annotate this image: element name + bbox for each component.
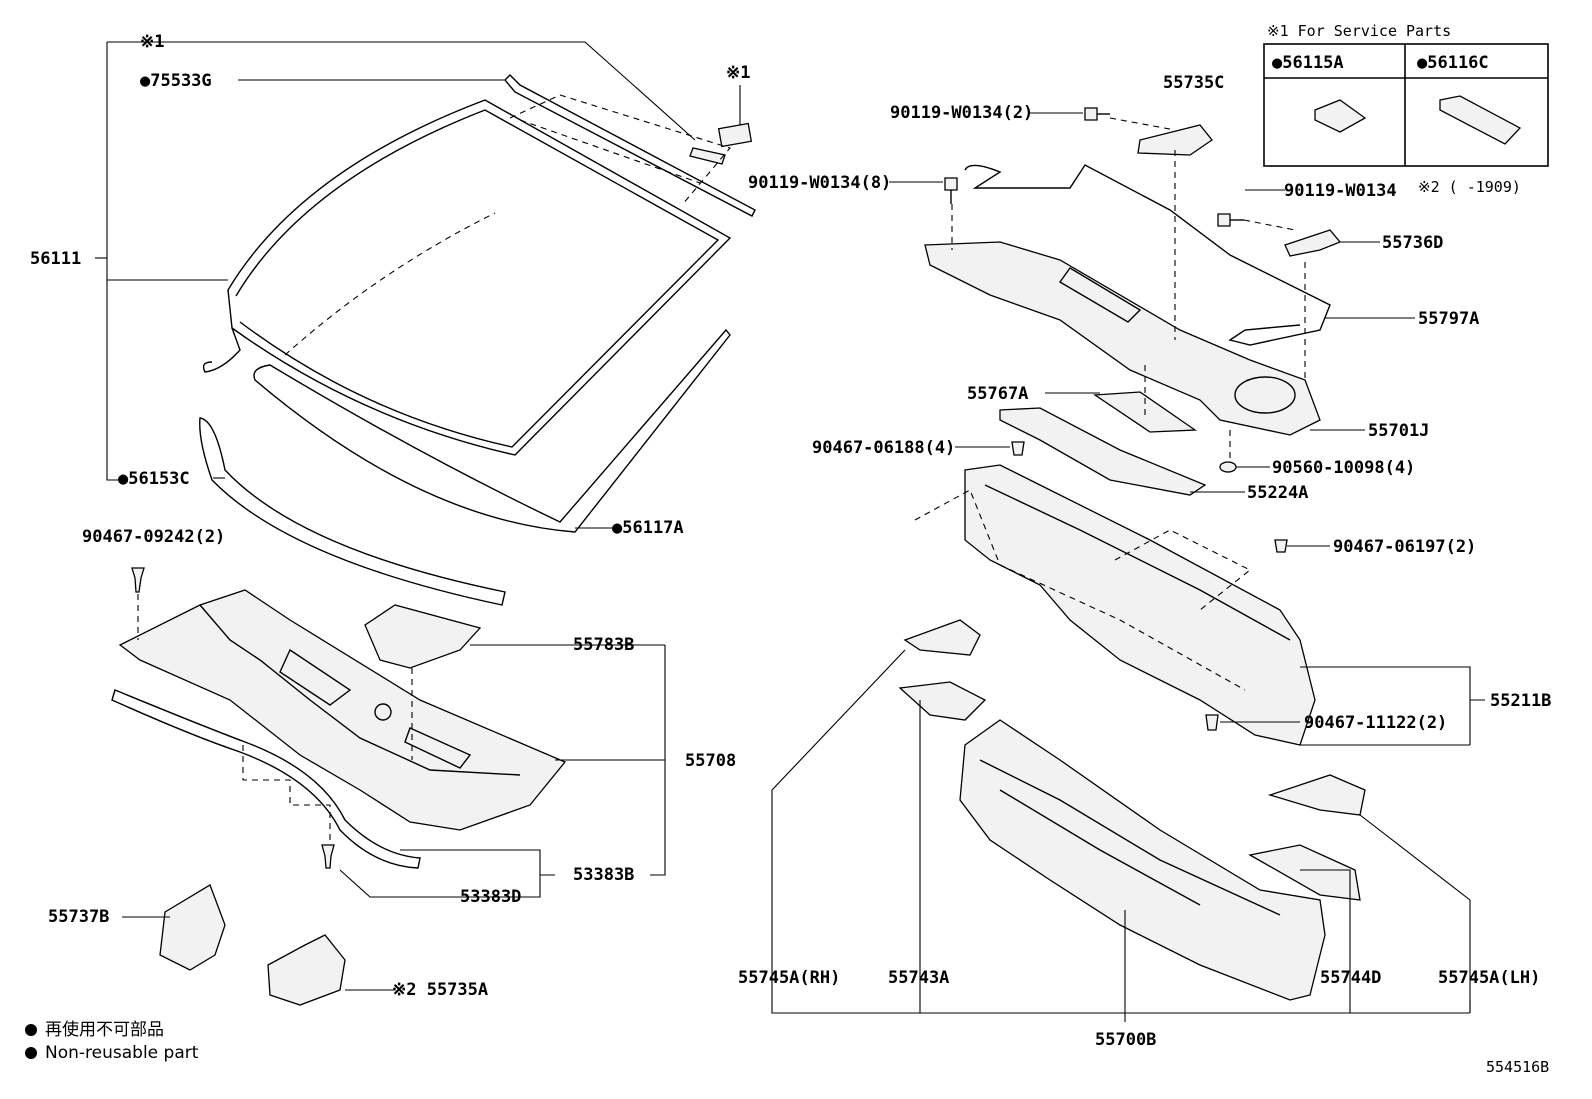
hood-seal-rubber	[111, 689, 421, 869]
note-2: ※2 ( -1909)	[1418, 178, 1521, 196]
panel-55224a	[999, 407, 1207, 496]
label-56153c: ●56153C	[118, 469, 190, 489]
windshield-upper-molding	[504, 74, 756, 217]
bracket-55743a	[898, 681, 987, 721]
clip-90467-06188	[1011, 441, 1025, 456]
label-55735a: ※2 55735A	[392, 980, 488, 1000]
windshield-dam	[253, 328, 731, 533]
label-90119-w0134-8: 90119-W0134(8)	[748, 173, 891, 193]
label-90119-w0134: 90119-W0134	[1284, 181, 1397, 201]
cowl-lower-panel-55211b	[964, 464, 1316, 746]
cowl-assembly-55700b	[959, 719, 1326, 1001]
label-55797a: 55797A	[1418, 309, 1479, 329]
washer-90560	[1219, 461, 1237, 473]
bracket-55745a-lh	[1267, 774, 1366, 816]
label-55735c: 55735C	[1163, 73, 1224, 93]
label-55736d: 55736D	[1382, 233, 1443, 253]
clip-90467-06197	[1274, 539, 1288, 553]
label-90119-w0134-2: 90119-W0134(2)	[890, 103, 1033, 123]
windshield-side-molding	[199, 417, 506, 606]
label-55224a: 55224A	[1247, 483, 1308, 503]
bracket-55736d	[1284, 229, 1342, 257]
label-55211b: 55211B	[1490, 691, 1551, 711]
bracket-55745a-rh	[903, 619, 981, 656]
label-90467-09242: 90467-09242(2)	[82, 527, 225, 547]
cowl-panel-55701j	[924, 241, 1321, 436]
label-55744d: 55744D	[1320, 968, 1381, 988]
legend-bullet-jp	[25, 1024, 37, 1036]
service-clip-part	[689, 122, 753, 165]
cowl-seal-panel	[364, 604, 482, 669]
service-part-56116c-label: ●56116C	[1417, 53, 1489, 73]
label-55783b: 55783B	[573, 635, 634, 655]
service-parts-box	[1263, 43, 1549, 167]
legend-bullet-en	[25, 1047, 37, 1059]
label-90560-10098: 90560-10098(4)	[1272, 458, 1415, 478]
label-55700b: 55700B	[1095, 1030, 1156, 1050]
service-part-56115a-icon	[1314, 99, 1367, 133]
windshield-glass	[202, 99, 732, 456]
label-90467-06188: 90467-06188(4)	[812, 438, 955, 458]
label-56111: 56111	[30, 249, 81, 269]
label-75533g: ●75533G	[140, 71, 212, 91]
clip-53383d	[321, 844, 335, 869]
label-55745a-rh: 55745A(RH)	[738, 968, 840, 988]
label-53383d: 53383D	[460, 887, 521, 907]
label-55767a: 55767A	[967, 384, 1028, 404]
bolt-90119-a	[1084, 107, 1110, 121]
label-ref1-clip: ※1	[726, 63, 750, 83]
legend-jp: 再使用不可部品	[45, 1019, 164, 1040]
bolt-90119-b	[944, 177, 958, 204]
service-part-56115a-label: ●56115A	[1272, 53, 1344, 73]
label-ref1-top: ※1	[140, 32, 164, 52]
bracket-55735c	[1137, 124, 1213, 156]
bolt-90119-c	[1217, 213, 1244, 227]
cowl-top-ventilator	[118, 589, 567, 831]
label-55745a-lh: 55745A(LH)	[1438, 968, 1540, 988]
clip-90467-09242	[131, 567, 145, 593]
washer-hose	[964, 164, 1331, 346]
label-55708: 55708	[685, 751, 736, 771]
label-56117a: ●56117A	[612, 518, 684, 538]
diagram-id: 554516B	[1486, 1058, 1549, 1076]
bracket-55744d	[1248, 844, 1361, 901]
service-box-title: ※1 For Service Parts	[1267, 22, 1451, 40]
label-55737b: 55737B	[48, 907, 109, 927]
label-53383b: 53383B	[573, 865, 634, 885]
label-55701j: 55701J	[1368, 421, 1429, 441]
bracket-55735a	[267, 934, 346, 1006]
label-55743a: 55743A	[888, 968, 949, 988]
label-90467-06197: 90467-06197(2)	[1333, 537, 1476, 557]
clip-90467-11122	[1205, 714, 1219, 731]
service-part-56116c-icon	[1439, 95, 1522, 145]
bracket-55737b	[159, 884, 226, 971]
label-90467-11122: 90467-11122(2)	[1304, 713, 1447, 733]
legend-en: Non-reusable part	[45, 1043, 199, 1063]
